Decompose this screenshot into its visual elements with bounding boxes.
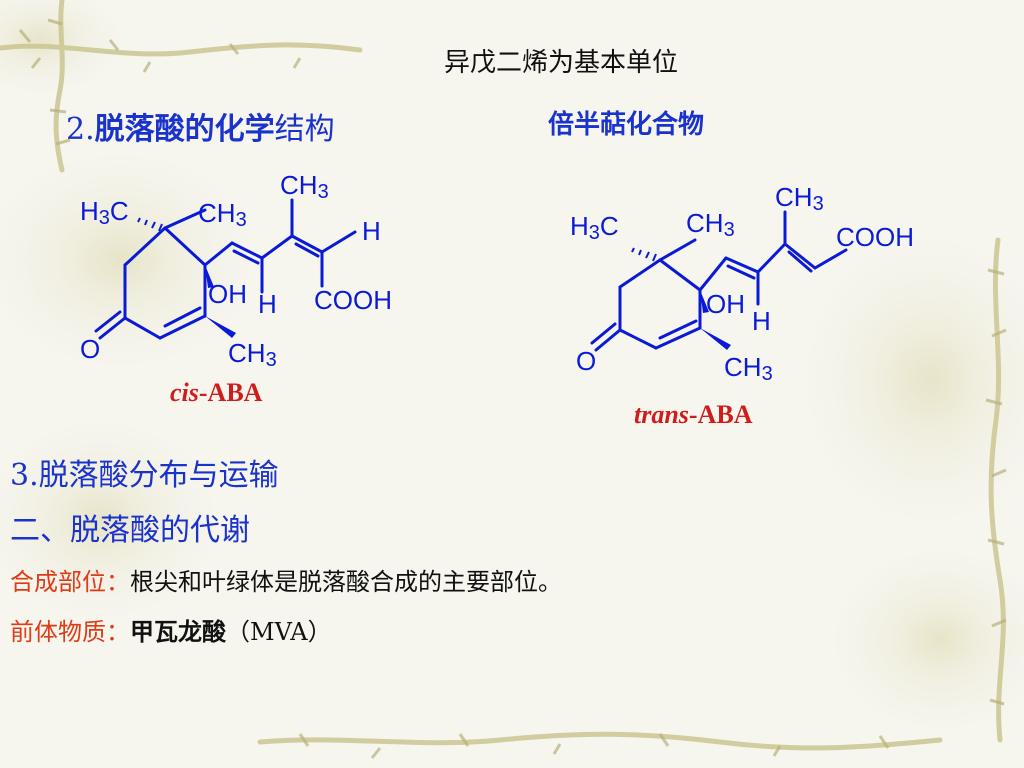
trans-label-rest: -ABA (688, 400, 753, 429)
cis-label-italic: cis (170, 378, 199, 407)
precursor-line: 前体物质：甲瓦龙酸（MVA） (10, 612, 332, 647)
cis-aba-label: cis-ABA (170, 378, 262, 408)
metabolism-heading: 二、脱落酸的代谢 (10, 513, 250, 548)
synthesis-label: 合成部位： (10, 568, 130, 596)
precursor-label: 前体物质： (10, 618, 130, 646)
header-title: 异戊二烯为基本单位 (444, 48, 679, 78)
trans-atom-oh: OH (706, 289, 745, 319)
cis-atom-h-bottom: H (258, 289, 277, 319)
section2-title-bold: 脱落酸的化学 (94, 112, 275, 147)
trans-aba-label: trans-ABA (634, 400, 752, 430)
trans-atom-h-bottom: H (752, 306, 771, 336)
trans-atom-cooh: COOH (836, 222, 914, 252)
cis-atom-o: O (80, 334, 100, 364)
cis-atom-cooh: COOH (314, 285, 392, 315)
section2-heading: 2.脱落酸的化学结构 (66, 104, 335, 148)
cis-label-rest: -ABA (198, 378, 263, 407)
trans-atom-h3c: H3C (570, 211, 619, 244)
synthesis-line: 合成部位：根尖和叶绿体是脱落酸合成的主要部位。 (10, 562, 562, 597)
section2-title-rest: 结构 (274, 112, 335, 147)
synthesis-text: 根尖和叶绿体是脱落酸合成的主要部位。 (130, 568, 562, 596)
section3-heading: 3.脱落酸分布与运输 (10, 458, 279, 493)
trans-label-italic: trans (634, 400, 689, 429)
precursor-bold: 甲瓦龙酸 (130, 618, 226, 646)
cis-atom-h-right: H (362, 216, 381, 246)
trans-atom-ch3-ring: CH3 (724, 352, 773, 385)
cis-atom-oh: OH (208, 279, 247, 309)
cis-atom-ch3-gem: CH3 (198, 198, 247, 231)
trans-atom-o: O (576, 346, 596, 376)
header-subtitle: 倍半萜化合物 (548, 110, 705, 140)
trans-atom-ch3-top: CH3 (775, 182, 824, 215)
trans-atom-ch3-gem: CH3 (686, 208, 735, 241)
precursor-rest: （MVA） (226, 618, 332, 646)
section2-number: 2. (66, 112, 95, 147)
